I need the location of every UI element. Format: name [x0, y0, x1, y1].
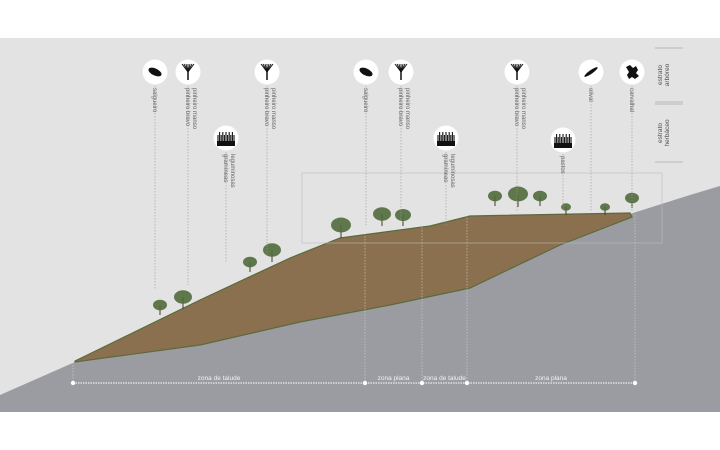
pine-icon-glyph [181, 63, 195, 80]
grass-icon-glyph [437, 132, 455, 146]
tree [331, 217, 351, 233]
species-label: gramíneas [222, 154, 228, 182]
tree [373, 207, 391, 221]
tree [395, 209, 411, 221]
species-label: pinheiro manso [520, 88, 526, 130]
species-marker: salgueiro [142, 59, 168, 290]
pine-icon-glyph [394, 63, 408, 80]
strata-label: arbóreo [664, 63, 671, 86]
pasture-icon-glyph [554, 134, 572, 148]
grass-icon-glyph [217, 132, 235, 146]
species-marker: salgueiro [353, 59, 379, 225]
species-label: leguminosas [449, 154, 455, 188]
strata-label: estrato [657, 123, 664, 143]
species-label: olival [587, 88, 593, 102]
species-label: pinheiro manso [404, 88, 410, 130]
strata-label: herbáceo [664, 119, 671, 146]
zone-boundary-dot [419, 380, 425, 386]
tree [533, 190, 547, 202]
species-label: pinheiro manso [191, 88, 197, 130]
strata-label: estrato [657, 65, 664, 85]
species-marker: pastos [550, 127, 576, 210]
species-label: salgueiro [151, 88, 157, 113]
zone-boundary-dot [70, 380, 76, 386]
zone-boundary-dot [362, 380, 368, 386]
tree [488, 190, 502, 202]
tree [174, 290, 192, 304]
tree [600, 203, 610, 211]
tree [561, 203, 571, 211]
zone-boundary-dot [464, 380, 470, 386]
detail-frame [301, 172, 663, 244]
zone-boundary-dot [632, 380, 638, 386]
tree [263, 243, 281, 257]
pine-icon-glyph [260, 63, 274, 80]
species-label: carvalhal [628, 88, 634, 112]
species-label: pinheiro bravo [513, 88, 519, 127]
species-label: pinheiro manso [270, 88, 276, 130]
species-label: gramíneas [442, 154, 448, 182]
zone-label: zona plana [378, 375, 410, 382]
zone-label: zona de talude [423, 375, 466, 382]
willow-leaf-icon-glyph [359, 67, 373, 77]
olive-leaf-icon-glyph [584, 67, 598, 77]
species-label: pinheiro bravo [397, 88, 403, 127]
species-marker: olival [578, 59, 604, 212]
species-label: salgueiro [362, 88, 368, 113]
species-label: pinheiro bravo [184, 88, 190, 127]
tree [243, 256, 257, 268]
oak-leaf-icon-glyph [626, 65, 639, 79]
tree [508, 186, 528, 202]
willow-leaf-icon-glyph [148, 67, 162, 77]
soil-layer [74, 212, 633, 363]
species-label: pinheiro bravo [263, 88, 269, 127]
pine-icon-glyph [510, 63, 524, 80]
species-marker: carvalhal [619, 59, 645, 212]
tree [153, 299, 167, 311]
zone-label: zona de talude [198, 375, 241, 382]
zone-label: zona plana [535, 375, 567, 382]
species-label: pastos [559, 156, 565, 174]
species-label: leguminosas [229, 154, 235, 188]
